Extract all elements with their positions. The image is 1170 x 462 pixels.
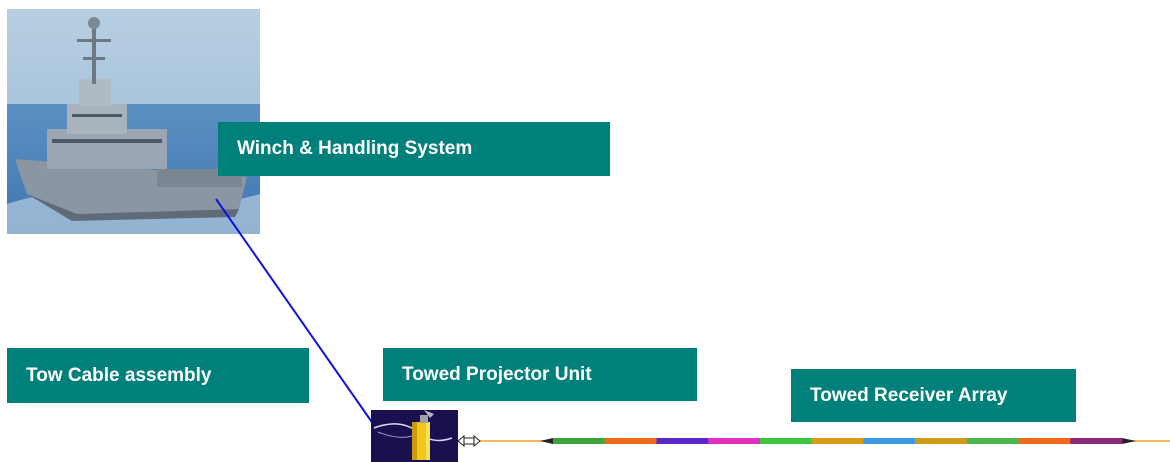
towed-projector-text: Towed Projector Unit: [402, 363, 592, 385]
towed-receiver-label: Towed Receiver Array: [791, 369, 1076, 422]
winch-handling-label: Winch & Handling System: [218, 122, 610, 176]
tow-cable-line: [215, 198, 377, 429]
ship-radar: [88, 17, 100, 29]
ship-yardarm-lower: [83, 57, 105, 60]
array-segment: [604, 438, 657, 444]
tow-cable-label: Tow Cable assembly: [7, 348, 309, 403]
array-segment: [759, 438, 813, 444]
towed-receiver-text: Towed Receiver Array: [810, 384, 1008, 406]
array-segment: [656, 438, 709, 444]
towed-projector-icon: [371, 410, 458, 462]
ship-mast: [92, 24, 96, 84]
array-segment: [1070, 438, 1123, 444]
array-segment: [1018, 438, 1071, 444]
ship-bridge-windows: [72, 114, 122, 117]
ship-superstructure: [47, 129, 167, 169]
array-segment: [553, 438, 606, 444]
array-segment: [811, 438, 864, 444]
ship-yardarm: [77, 39, 111, 42]
ship-bridge: [67, 104, 127, 134]
tow-cable-text: Tow Cable assembly: [26, 364, 212, 386]
array-nose-cone: [540, 438, 553, 444]
array-segment: [915, 438, 968, 444]
towed-projector-label: Towed Projector Unit: [383, 348, 697, 401]
winch-handling-text: Winch & Handling System: [237, 138, 473, 159]
ship-hull-shadow: [27, 194, 239, 221]
double-arrow-connector-icon: [457, 434, 481, 448]
array-segment: [863, 438, 916, 444]
array-segment: [966, 438, 1020, 444]
array-segment: [708, 438, 761, 444]
towed-receiver-array: [540, 438, 1136, 444]
array-tail-cone: [1122, 438, 1136, 444]
ship-windows: [52, 139, 162, 143]
